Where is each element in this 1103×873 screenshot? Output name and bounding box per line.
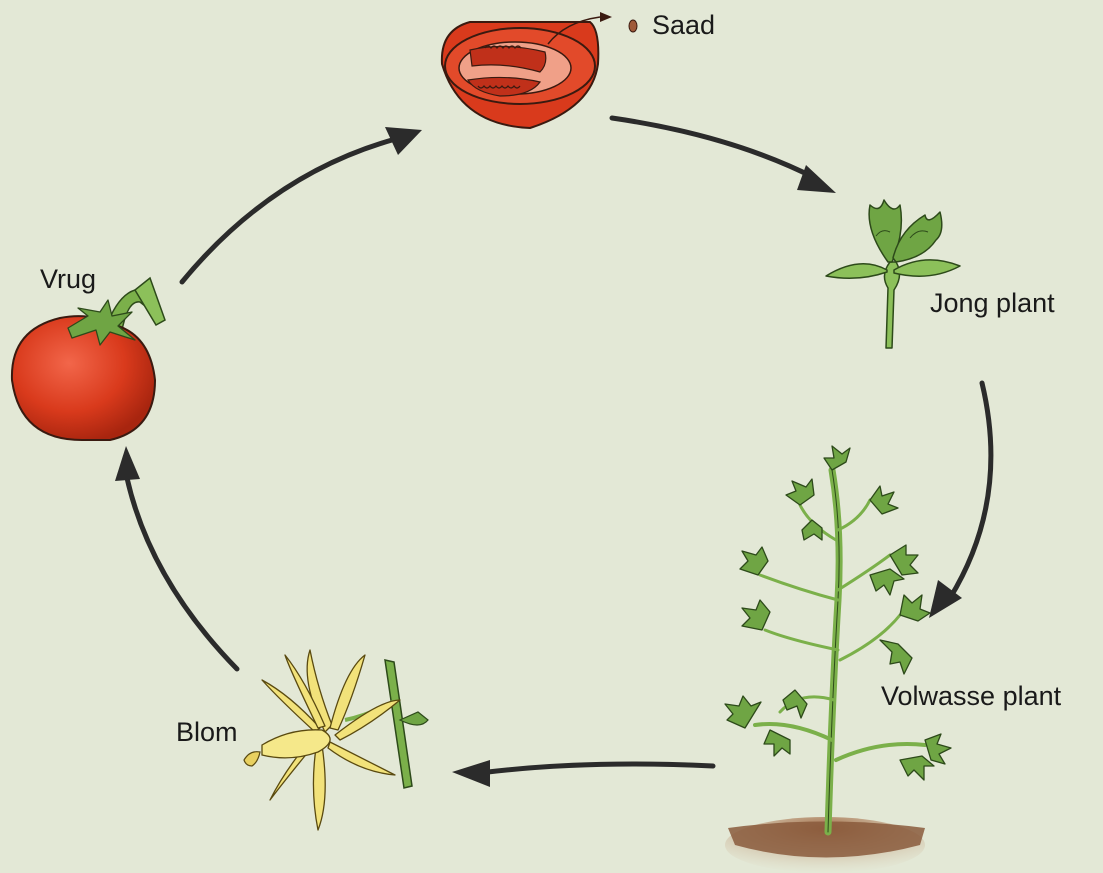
arrow-young-to-adult-plant [929, 383, 991, 618]
young-plant-label: Jong plant [930, 290, 1055, 317]
tomato-plant-icon [725, 446, 951, 873]
seedling-icon [826, 200, 960, 348]
tomato-icon [12, 278, 165, 440]
arrow-fruit-to-seed [182, 127, 422, 282]
arrow-flower-to-fruit [115, 446, 237, 669]
flower-icon [244, 650, 428, 830]
flower-label: Blom [176, 719, 238, 746]
tomato-half-icon [442, 12, 637, 128]
seed-label: Saad [652, 12, 715, 39]
seed-icon [629, 20, 637, 32]
adult-plant-label: Volwasse plant [881, 683, 1061, 710]
cycle-arrows [115, 118, 991, 787]
arrow-adult-plant-to-flower [452, 760, 713, 787]
fruit-label: Vrug [40, 266, 96, 293]
arrow-seed-to-young-plant [612, 118, 836, 193]
